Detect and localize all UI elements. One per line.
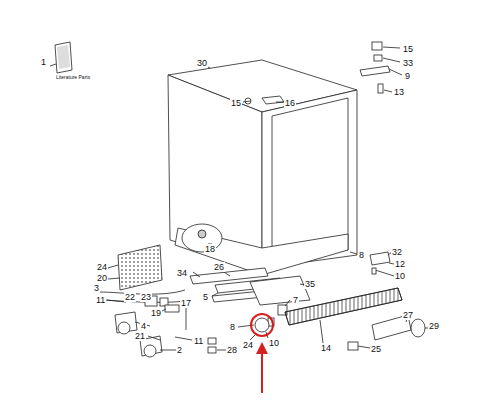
callout-number: 21 [134, 331, 146, 341]
callout-number: 33 [402, 58, 414, 68]
callout-number: 14 [320, 343, 332, 353]
callout-number: 8 [229, 322, 236, 332]
callout-number: 17 [180, 298, 192, 308]
callout-number: 1 [40, 57, 47, 67]
callout-number: 11 [193, 336, 204, 346]
callout-number: 10 [394, 271, 406, 281]
callout-number: 15 [402, 44, 414, 54]
callout-number: 13 [393, 87, 405, 97]
callout-number: 27 [402, 310, 414, 320]
callout-number: 10 [268, 338, 280, 348]
callout-number: 26 [213, 262, 225, 272]
callout-number: 9 [404, 71, 411, 81]
callout-number: 20 [96, 273, 108, 283]
callout-number: 18 [204, 244, 216, 254]
callout-number: 24 [96, 262, 108, 272]
callout-number: 32 [391, 247, 403, 257]
callout-number: 34 [176, 268, 188, 278]
callout-number: 8 [358, 250, 365, 260]
callout-number: 30 [196, 58, 208, 68]
callout-number: 25 [370, 344, 382, 354]
callout-number: 11 [95, 295, 106, 305]
callout-number: 19 [150, 308, 162, 318]
callout-number: 23 [140, 292, 152, 302]
callout-number: 16 [284, 98, 296, 108]
callout-number: 28 [226, 345, 238, 355]
callout-number: 29 [428, 321, 440, 331]
booklet-text: Literature Parts [55, 74, 91, 80]
callout-number: 24 [242, 340, 254, 350]
callout-number: 22 [124, 292, 136, 302]
callout-number: 15 [230, 98, 242, 108]
callout-number: 2 [176, 345, 183, 355]
callout-number: 35 [304, 279, 316, 289]
callout-number: 12 [394, 259, 406, 269]
callout-number: 3 [93, 283, 100, 293]
callout-number: 7 [292, 295, 299, 305]
callout-number: 4 [140, 321, 147, 331]
callout-number: 5 [202, 292, 209, 302]
